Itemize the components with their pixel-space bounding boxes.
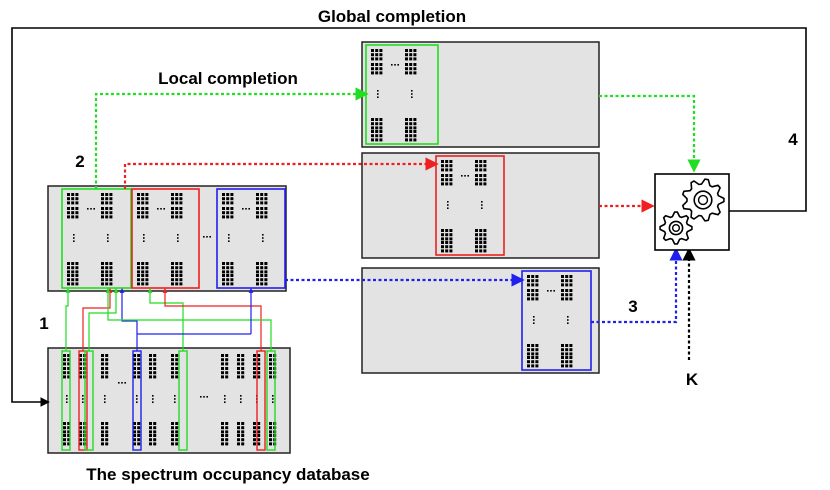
local-panel-green: [361, 41, 600, 148]
link-green-3: [147, 288, 184, 351]
green-flow-out: [599, 94, 701, 173]
sampled-panel: [47, 185, 287, 292]
local-matrix-green: [371, 49, 417, 142]
sampling-links: [65, 288, 272, 351]
link-green-1: [65, 288, 71, 351]
step-2-label: 2: [75, 152, 84, 171]
blue-flow-out: [591, 247, 683, 324]
gears-icon: [654, 173, 730, 251]
k-label: K: [686, 370, 699, 389]
sampled-frames: [61, 188, 286, 289]
link-blue-1: [119, 288, 138, 351]
local-red-frame: [435, 155, 505, 256]
link-red-2: [162, 288, 262, 351]
red-frame: [131, 188, 200, 289]
red-flow-in: [123, 157, 439, 189]
local-matrix-blue: [527, 275, 573, 368]
link-red-1: [82, 288, 113, 351]
step-1-label: 1: [39, 314, 48, 333]
database-matrix: [63, 354, 277, 446]
blue-frame: [216, 188, 286, 289]
local-flows: [94, 87, 701, 360]
step-3-label: 3: [628, 297, 637, 316]
link-green-4: [105, 288, 272, 351]
link-green-2: [88, 288, 119, 351]
local-completion-label: Local completion: [158, 69, 298, 88]
global-completion-loop: [11, 27, 807, 407]
sampled-matrix-red: [137, 193, 183, 286]
ellipsis: [203, 236, 211, 238]
database-panel: [47, 347, 291, 454]
local-matrix-red: [441, 160, 487, 253]
global-completion-label: Global completion: [318, 7, 466, 26]
sampled-matrix-blue: [222, 193, 268, 286]
database-caption: The spectrum occupancy database: [86, 465, 369, 484]
step-4-label: 4: [788, 130, 798, 149]
sampled-matrix-green: [67, 193, 113, 286]
local-panel-blue: [361, 267, 600, 374]
green-flow-in: [94, 87, 369, 189]
local-blue-frame: [521, 270, 592, 371]
